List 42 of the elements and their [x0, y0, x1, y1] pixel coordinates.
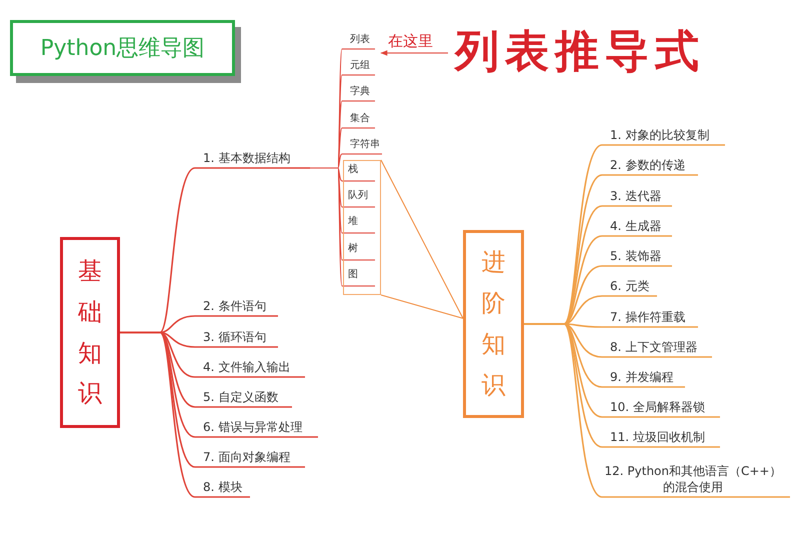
branch-label: 4. 生成器	[610, 218, 662, 234]
branch-line	[380, 160, 464, 319]
branch-label: 2. 参数的传递	[610, 157, 686, 173]
branch-label: 12. Python和其他语言（C++）的混合使用	[604, 463, 782, 495]
branch-label: 6. 元类	[610, 278, 650, 294]
branch-label: 字典	[350, 85, 370, 99]
branch-label: 6. 错误与异常处理	[203, 419, 302, 435]
branch-label: 图	[348, 268, 358, 282]
branch-label: 3. 迭代器	[610, 188, 662, 204]
branch-label: 5. 装饰器	[610, 248, 662, 264]
branch-label: 3. 循环语句	[203, 329, 266, 345]
branch-label: 2. 条件语句	[203, 298, 266, 314]
topic-label: 进阶知识	[482, 247, 506, 401]
branch-label: 树	[348, 242, 358, 256]
branch-label: 8. 模块	[203, 479, 242, 495]
branch-label: 11. 垃圾回收机制	[610, 429, 705, 445]
branch-label: 1. 对象的比较复制	[610, 127, 710, 143]
branch-label: 5. 自定义函数	[203, 389, 278, 405]
topic-box	[463, 230, 524, 418]
branch-label: 8. 上下文管理器	[610, 339, 698, 355]
branch-label: 字符串	[350, 138, 380, 152]
branch-label: 栈	[348, 163, 358, 177]
branch-line	[120, 332, 250, 498]
branch-label: 列表	[350, 33, 370, 47]
branch-label: 10. 全局解释器锁	[610, 399, 705, 415]
branch-label: 7. 面向对象编程	[203, 449, 290, 465]
arrow	[380, 50, 448, 56]
title-text: Python思维导图	[40, 35, 205, 63]
annotation-text: 在这里	[388, 31, 434, 51]
branch-label: 元组	[350, 59, 370, 73]
branch-label: 4. 文件输入输出	[203, 359, 290, 375]
branch-label: 集合	[350, 112, 370, 126]
branch-label: 7. 操作符重载	[610, 309, 686, 325]
topic-label: 基础知识	[78, 256, 102, 410]
highlight-frame	[343, 160, 381, 295]
branch-label: 堆	[348, 215, 358, 229]
branch-label: 队列	[348, 189, 368, 203]
branch-label: 1. 基本数据结构	[203, 150, 290, 166]
headline-text: 列表推导式	[455, 25, 705, 79]
branch-label: 9. 并发编程	[610, 369, 674, 385]
topic-box	[60, 237, 120, 428]
branch-line	[310, 168, 376, 286]
